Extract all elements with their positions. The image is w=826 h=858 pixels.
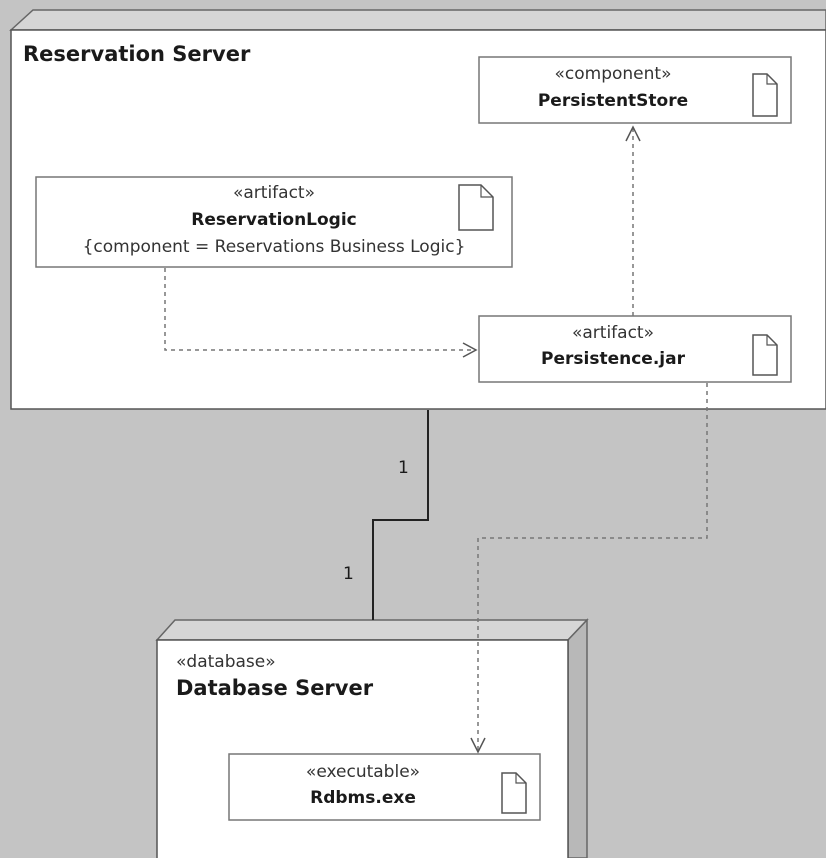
document-icon bbox=[752, 334, 778, 376]
rdbms-exe-stereotype: «executable» bbox=[305, 762, 421, 782]
dependency-jar-to-rdbms bbox=[470, 383, 708, 754]
database-server-top-face bbox=[155, 619, 589, 641]
persistence-jar-stereotype: «artifact» bbox=[571, 323, 654, 343]
association-link bbox=[372, 410, 429, 620]
database-server-node bbox=[155, 618, 589, 858]
document-icon bbox=[752, 73, 778, 117]
reservation-server-title: Reservation Server bbox=[23, 42, 251, 66]
database-server-side-face bbox=[567, 618, 588, 858]
rdbms-exe-name: Rdbms.exe bbox=[310, 788, 416, 808]
database-server-title: Database Server bbox=[176, 676, 374, 700]
multiplicity-bottom: 1 bbox=[343, 564, 354, 584]
persistence-jar-box bbox=[478, 315, 792, 383]
document-icon bbox=[501, 772, 527, 814]
rdbms-exe-box bbox=[228, 753, 541, 821]
persistence-jar-name: Persistence.jar bbox=[541, 349, 685, 369]
database-server-front-face bbox=[156, 639, 569, 858]
persistent-store-stereotype: «component» bbox=[554, 64, 672, 84]
document-icon bbox=[458, 184, 494, 231]
persistent-store-name: PersistentStore bbox=[537, 91, 689, 111]
dependency-jar-to-store bbox=[625, 125, 641, 316]
reservation-server-top-face bbox=[9, 9, 826, 31]
reservation-logic-box bbox=[35, 176, 513, 268]
reservation-logic-property: {component = Reservations Business Logic… bbox=[82, 237, 466, 257]
persistent-store-box bbox=[478, 56, 792, 124]
multiplicity-top: 1 bbox=[398, 458, 409, 478]
database-server-stereotype: «database» bbox=[176, 652, 276, 672]
dependency-logic-to-jar bbox=[164, 268, 478, 358]
reservation-logic-stereotype: «artifact» bbox=[232, 183, 315, 203]
reservation-logic-name: ReservationLogic bbox=[191, 210, 357, 230]
